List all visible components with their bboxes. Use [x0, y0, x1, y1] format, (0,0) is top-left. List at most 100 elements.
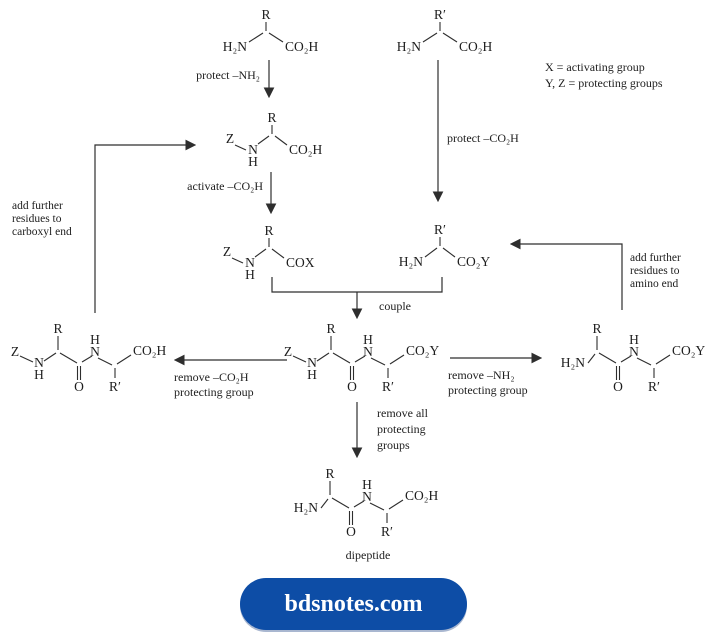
loop-label-line-3: carboxyl end — [12, 226, 72, 238]
hydrogen-label: H — [248, 154, 258, 169]
carbonyl-oxygen-label: O — [613, 379, 623, 394]
r-group-label: R — [53, 321, 62, 336]
amide-hydrogen-label: H — [629, 332, 639, 347]
carbonyl-oxygen-label: O — [74, 379, 84, 394]
loop-add-carboxyl-end: add further residues to carboxyl end — [12, 139, 197, 313]
protected-acid-label: CO₂Y — [457, 254, 490, 269]
protected-acid-label: CO₂Y — [672, 343, 705, 358]
nitrogen-label: N — [307, 355, 317, 370]
step-label-activate-co2h: activate –CO₂H — [187, 179, 263, 193]
loop-label-line-2: residues to — [12, 213, 62, 225]
r-prime-group-label: R′ — [109, 379, 121, 394]
loop-label-line-1: add further — [630, 252, 681, 264]
amide-hydrogen-label: H — [363, 332, 373, 347]
hydrogen-label: H — [34, 367, 44, 382]
carbonyl-oxygen-label: O — [347, 379, 357, 394]
acid-label: CO₂H — [405, 488, 438, 503]
protected-acid-label: CO₂Y — [406, 343, 439, 358]
carbonyl-oxygen-label: O — [346, 524, 356, 539]
amide-nitrogen-label: N — [363, 344, 373, 359]
structure-amino-acid-r-prime: R′ H₂N CO₂H — [397, 7, 493, 54]
r-group-label: R — [261, 7, 270, 22]
arrow-remove-nh2: remove –NH₂ protecting group — [448, 352, 543, 397]
z-group-label: Z — [11, 344, 19, 359]
r-group-label: R — [267, 110, 276, 125]
loop-label-line-3: amino end — [630, 278, 678, 290]
step-label-protect-nh2: protect –NH₂ — [196, 68, 260, 82]
loop-label-line-2: residues to — [630, 265, 680, 277]
bonds — [234, 125, 288, 151]
structure-dipeptide-final: R H₂N O H N R′ CO₂H dipeptide — [294, 466, 439, 562]
r-group-label: R — [325, 466, 334, 481]
step-label-remove-all-line-1: remove all — [377, 406, 429, 420]
r-prime-group-label: R′ — [648, 379, 660, 394]
structure-dipeptide-z-co2y: R Z N H O H N R′ CO₂Y — [284, 321, 440, 394]
bonds — [19, 336, 132, 380]
nitrogen-label: N — [245, 255, 255, 270]
step-label-remove-co2h-line-1: remove –CO₂H — [174, 370, 249, 384]
arrow-remove-co2h: remove –CO₂H protecting group — [173, 354, 287, 399]
bdsnotes-badge[interactable]: bdsnotes.com — [240, 578, 467, 630]
bonds — [587, 336, 671, 380]
loop-add-amino-end: add further residues to amino end — [509, 238, 681, 310]
acid-label: CO₂H — [133, 343, 166, 358]
structure-z-amino-acid-co2h: R Z N H CO₂H — [226, 110, 323, 169]
arrow-activate-co2h: activate –CO₂H — [187, 172, 277, 215]
bonds — [231, 238, 285, 264]
bonds — [320, 481, 404, 525]
amine-label: H₂N — [397, 39, 421, 54]
bonds — [292, 336, 405, 380]
nitrogen-label: N — [248, 142, 258, 157]
acid-label: CO₂H — [289, 142, 322, 157]
arrow-couple: couple — [271, 277, 443, 320]
step-label-remove-all-line-3: groups — [377, 438, 410, 452]
amine-label: H₂N — [399, 254, 423, 269]
step-label-couple: couple — [379, 299, 411, 313]
r-prime-group-label: R′ — [434, 7, 446, 22]
step-label-protect-co2h: protect –CO₂H — [447, 131, 519, 145]
legend-line-2: Y, Z = protecting groups — [545, 76, 663, 90]
legend: X = activating group Y, Z = protecting g… — [545, 60, 663, 90]
amide-hydrogen-label: H — [362, 477, 372, 492]
acid-label: CO₂H — [459, 39, 492, 54]
amine-label: H₂N — [561, 355, 585, 370]
amide-nitrogen-label: N — [629, 344, 639, 359]
legend-line-1: X = activating group — [545, 60, 645, 74]
bonds — [422, 22, 458, 43]
step-label-remove-all-line-2: protecting — [377, 422, 426, 436]
arrow-remove-all: remove all protecting groups — [351, 402, 429, 459]
acid-label: CO₂H — [285, 39, 318, 54]
step-label-remove-nh2-line-2: protecting group — [448, 383, 528, 397]
dipeptide-caption: dipeptide — [346, 548, 391, 562]
r-prime-group-label: R′ — [382, 379, 394, 394]
structure-amino-acid-r: R H₂N CO₂H — [223, 7, 319, 54]
structure-dipeptide-z-co2h: R Z N H O H N R′ CO₂H — [11, 321, 167, 394]
hydrogen-label: H — [307, 367, 317, 382]
nitrogen-label: N — [34, 355, 44, 370]
r-group-label: R — [264, 223, 273, 238]
loop-label-line-1: add further — [12, 200, 63, 212]
structure-amino-acid-co2y: R′ H₂N CO₂Y — [399, 222, 491, 269]
amide-nitrogen-label: N — [362, 489, 372, 504]
amine-label: H₂N — [294, 500, 318, 515]
r-prime-group-label: R′ — [381, 524, 393, 539]
z-group-label: Z — [226, 131, 234, 146]
z-group-label: Z — [284, 344, 292, 359]
bdsnotes-badge-label: bdsnotes.com — [284, 590, 423, 617]
z-group-label: Z — [223, 244, 231, 259]
r-group-label: R — [326, 321, 335, 336]
step-label-remove-nh2-line-1: remove –NH₂ — [448, 368, 515, 382]
bonds — [248, 22, 284, 43]
r-group-label: R — [592, 321, 601, 336]
structure-dipeptide-h2n-co2y: R H₂N O H N R′ CO₂Y — [561, 321, 706, 394]
amine-label: H₂N — [223, 39, 247, 54]
amide-nitrogen-label: N — [90, 344, 100, 359]
structure-z-amino-acid-cox: R Z N H COX — [223, 223, 315, 282]
r-prime-group-label: R′ — [434, 222, 446, 237]
bonds — [424, 237, 456, 258]
amide-hydrogen-label: H — [90, 332, 100, 347]
arrow-protect-co2h: protect –CO₂H — [432, 60, 519, 203]
hydrogen-label: H — [245, 267, 255, 282]
